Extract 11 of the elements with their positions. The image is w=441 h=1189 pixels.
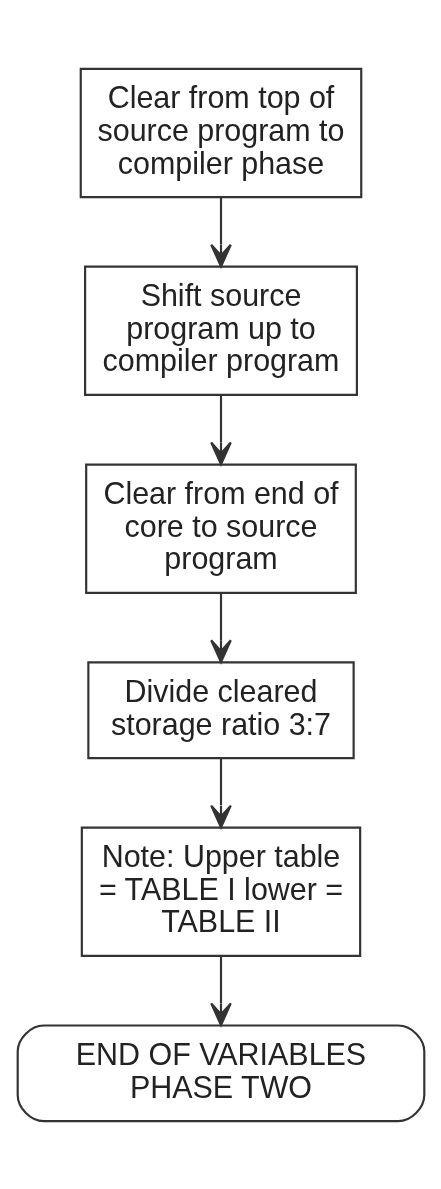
node-box: Clear from top of source program to compiler phase	[79, 67, 362, 198]
arrow	[209, 758, 232, 828]
arrow	[209, 196, 232, 268]
node-box: END OF VARIABLES PHASE TWO	[16, 1023, 425, 1122]
node-box: Divide cleared storage ratio 3:7	[86, 660, 355, 759]
arrow	[209, 955, 232, 1026]
arrow	[209, 592, 232, 663]
node-box: Clear from end of core to source program	[84, 462, 357, 594]
node-box: Shift source program up to compiler program	[83, 265, 358, 396]
node-box: Note: Upper table = TABLE I lower = TABLE II	[80, 826, 361, 957]
arrow	[209, 394, 232, 465]
